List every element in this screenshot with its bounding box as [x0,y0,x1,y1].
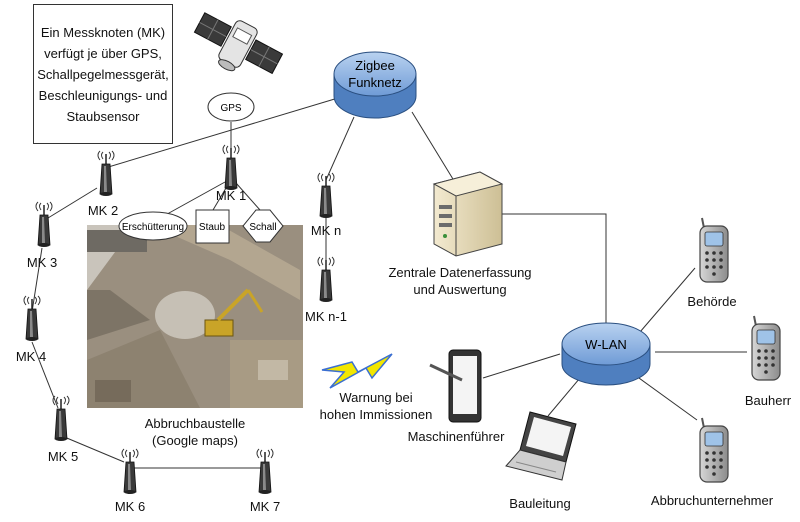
link-wlan-tablet [482,353,561,379]
warning-lightning-icon [321,353,393,389]
info-box-text: Ein Messknoten (MK) verfügt je über GPS,… [37,24,169,124]
vibration-label: Erschütterung [122,222,184,233]
contractor-phone-icon [699,417,729,483]
mkn1-label: MK n-1 [305,309,347,324]
mk5-label: MK 5 [47,449,79,464]
gps-ellipse [207,92,255,122]
link-mk1-vibration [159,181,226,219]
link-mk5-mk6 [61,435,125,463]
wlan-label: W-LAN [585,337,627,352]
link-wlan-authority [639,267,696,333]
mk6-antenna-icon [121,448,139,495]
server-icon [432,171,504,257]
link-mk2-zigbee [104,97,339,169]
mkn-antenna-icon [317,172,335,219]
site-management-label: Bauleitung [509,496,571,511]
warning-label: Warnung bei hohen Immissionen [319,390,433,422]
vibration-sensor [118,211,188,241]
link-server-wlan [498,213,607,328]
mk1-label: MK 1 [215,188,247,203]
server-label: Zentrale Datenerfassung und Auswertung [388,265,532,297]
mk2-label: MK 2 [87,203,119,218]
authority-phone-icon [699,217,729,283]
link-mk3-mk4 [31,247,43,313]
client-label: Bauherr [744,393,792,408]
link-wlan-contractor [631,372,698,421]
sound-sensor [242,209,284,243]
machine-operator-label: Maschinenführer [407,429,505,444]
mk7-label: MK 7 [249,499,281,514]
satellite-icon [193,12,284,75]
connection-lines [31,97,747,469]
site-label: Abbruchbaustelle (Google maps) [144,416,246,448]
wlan-network [561,322,651,386]
info-box: Ein Messknoten (MK) verfügt je über GPS,… [33,4,173,144]
site-aerial-image [87,225,303,408]
link-mk2-mk3 [47,187,98,219]
mk4-label: MK 4 [15,349,47,364]
zigbee-network [333,51,417,119]
mk3-label: MK 3 [26,255,58,270]
mk4-antenna-icon [23,295,41,342]
authority-label: Behörde [687,294,737,309]
mk3-antenna-icon [35,201,53,248]
link-mk1-sound [235,182,261,211]
sound-label: Schall [249,222,276,233]
tablet-icon [429,349,482,423]
mk2-antenna-icon [97,150,115,197]
contractor-label: Abbruchunternehmer [650,493,774,508]
mkn-label: MK n [310,223,342,238]
dust-sensor [195,209,230,244]
gps-label: GPS [220,103,241,114]
mk1-antenna-icon [222,144,240,191]
mk6-label: MK 6 [114,499,146,514]
dust-label: Staub [199,222,226,233]
mkn1-antenna-icon [317,256,335,303]
link-zigbee-server [411,111,457,185]
mk7-antenna-icon [256,448,274,495]
laptop-icon [505,411,577,481]
link-zigbee-mkn [325,116,355,181]
client-phone-icon [751,315,781,381]
